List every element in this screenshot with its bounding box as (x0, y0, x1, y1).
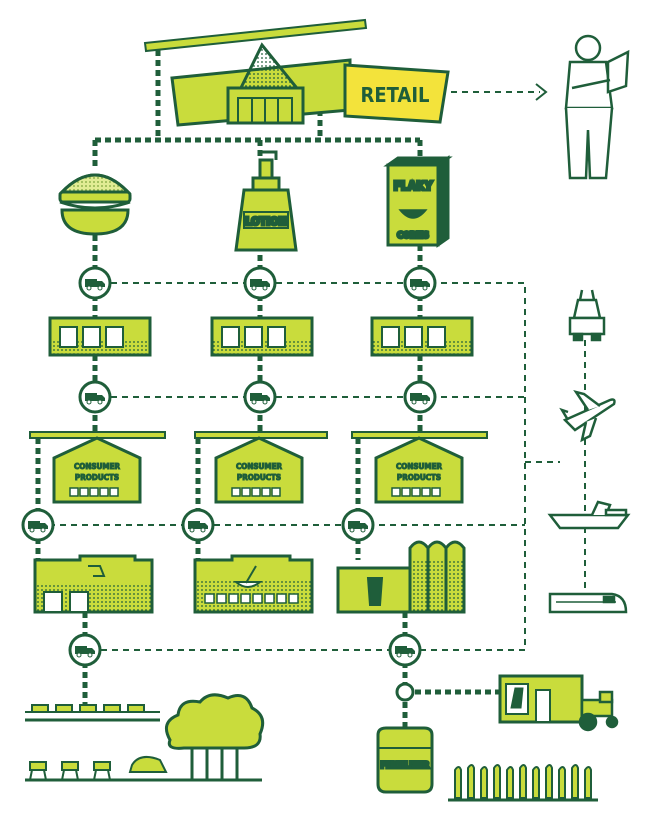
warehouse-label-line1: CONSUMER (74, 462, 121, 471)
warehouse-label-line1: CONSUMER (396, 462, 443, 471)
tractor-icon (578, 690, 619, 732)
warehouse-label-line2: PRODUCTS (75, 473, 119, 482)
crop-field (448, 764, 598, 802)
burger-product (58, 173, 132, 236)
lotion-label: LOTION (245, 215, 286, 228)
dashed-connectors (38, 91, 586, 651)
junction-node (395, 682, 415, 702)
arrow-head-icon (535, 83, 548, 101)
consumer-products-warehouse-1: CONSUMER PRODUCTS (29, 431, 166, 504)
fertilizer-label: FERTILIZER (381, 761, 430, 771)
lotion-product: LOTION (234, 150, 298, 252)
consumer-products-warehouse-3: CONSUMER PRODUCTS (351, 431, 488, 504)
cereal-label-line1: FLAKY (394, 179, 433, 193)
airplane-icon (559, 390, 616, 443)
trees (164, 693, 265, 782)
train-icon (548, 592, 628, 614)
retail-sign (343, 63, 450, 124)
bowl-icon (233, 581, 263, 588)
meat-processing-plant (33, 554, 154, 614)
distribution-centers (48, 316, 474, 357)
cart-icon (88, 565, 106, 577)
ship-icon (547, 500, 631, 530)
warehouse-label-line2: PRODUCTS (237, 473, 281, 482)
cattle-farm (25, 704, 180, 782)
consumer-products-warehouse-2: CONSUMER PRODUCTS (194, 431, 328, 504)
corn-icon (366, 577, 384, 606)
truck-icon (568, 289, 606, 342)
truck-nodes (21, 266, 437, 667)
warehouse-label-line2: PRODUCTS (397, 473, 441, 482)
lotion-processing-plant (193, 554, 314, 614)
cereal-box-product: FLAKY CORNS (383, 155, 453, 248)
retail-store: RETAIL (143, 18, 450, 127)
corn-icon (510, 687, 524, 709)
fertilizer-bag: FERTILIZER (376, 726, 434, 794)
farm-produce-building (498, 674, 584, 724)
cereal-label-line2: CORNS (397, 231, 429, 241)
shopper-figure (564, 34, 630, 180)
warehouse-label-line1: CONSUMER (236, 462, 283, 471)
retail-label: RETAIL (361, 83, 430, 107)
grain-processing-plant (336, 540, 466, 614)
